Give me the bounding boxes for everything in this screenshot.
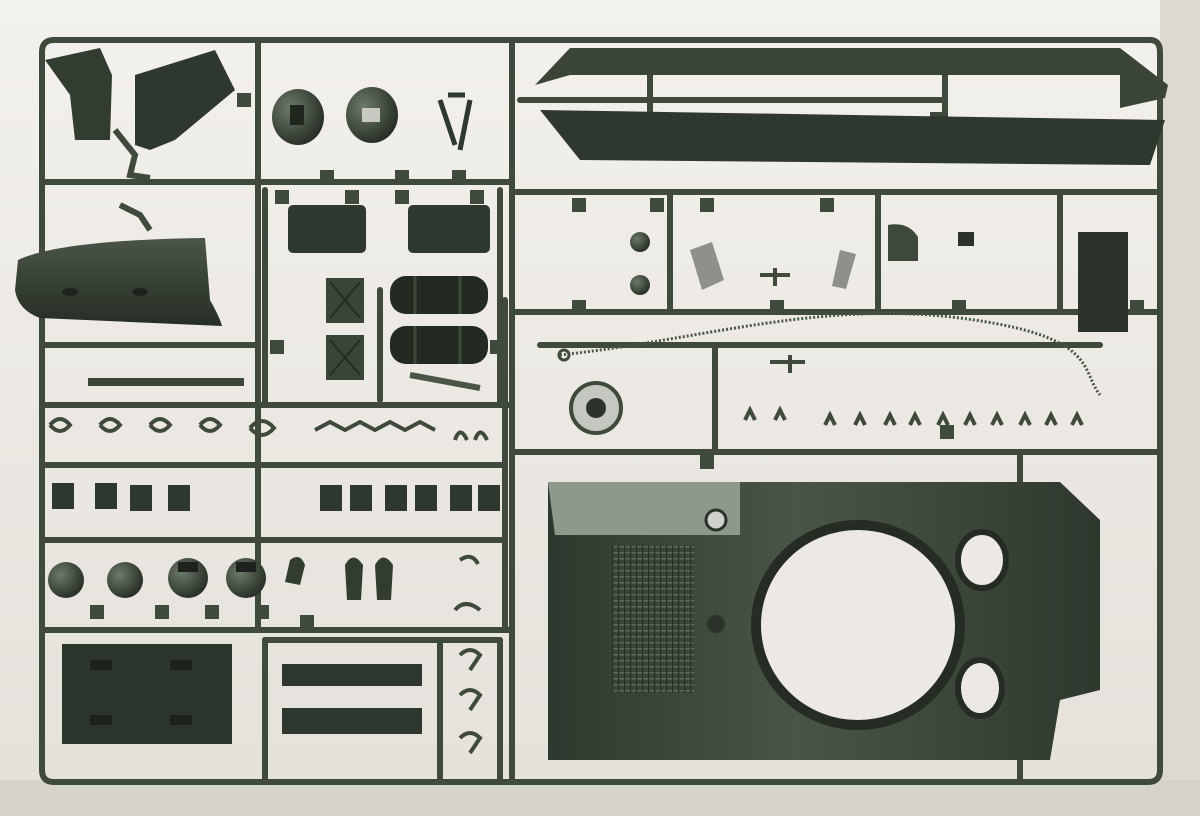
- front-fender: [15, 202, 222, 326]
- hook-parts: [48, 417, 489, 441]
- cable-reel: [569, 381, 623, 435]
- road-wheel-hubs: [48, 558, 266, 598]
- hatch-covers: [272, 87, 473, 151]
- turret-small-parts: [630, 224, 1128, 373]
- stowage-boxes: [288, 205, 490, 380]
- sprue-runners: [39, 37, 1163, 785]
- box-bottom-shadow: [0, 780, 1200, 816]
- bottom-small-parts: [453, 554, 483, 755]
- box-side-wall: [1160, 0, 1200, 816]
- cable-eye: [557, 348, 571, 362]
- stowage-rail-top: [282, 664, 422, 686]
- small-fittings: [285, 556, 393, 600]
- mudflap-left: [45, 48, 235, 181]
- small-blocks-row1: [52, 483, 500, 511]
- sprue-frame: [39, 37, 1163, 785]
- fuel-drums: [390, 276, 488, 391]
- long-fenders: [535, 48, 1168, 165]
- stowage-rail-bottom: [282, 708, 422, 734]
- upper-hull-plate: [548, 482, 1100, 760]
- track-hooks: [743, 405, 1084, 426]
- tow-bar: [88, 378, 244, 386]
- gate-tabs: [90, 93, 1144, 629]
- engine-deck: [62, 644, 232, 744]
